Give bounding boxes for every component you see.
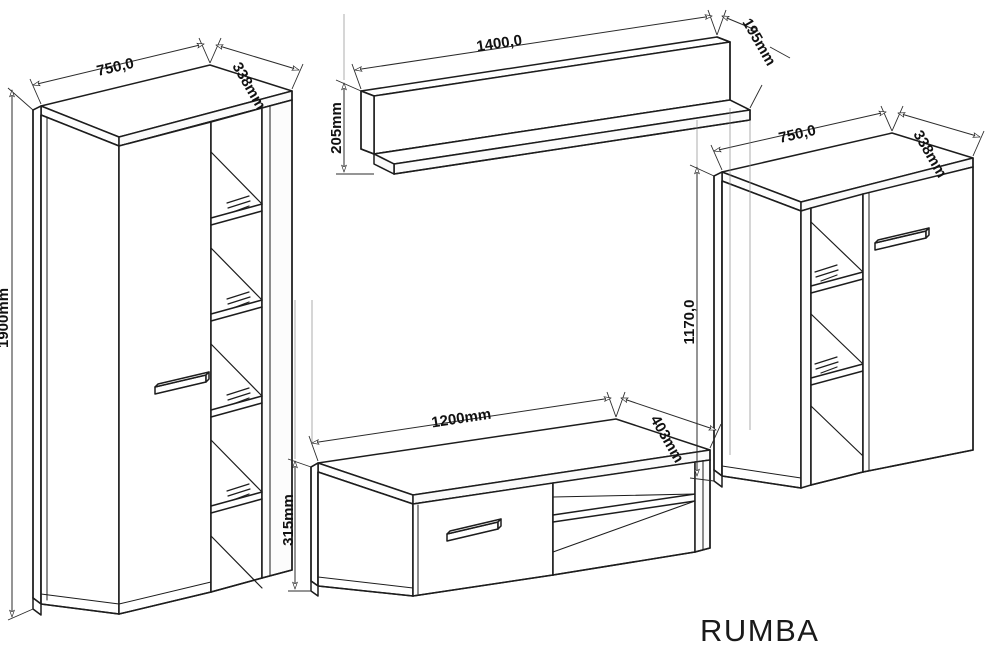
layout-guides (294, 14, 751, 459)
tv-unit (310, 418, 711, 597)
dim-label-shelf-depth: 195mm (739, 16, 780, 69)
side-cabinet (713, 132, 974, 489)
side-cabinet-shelves (810, 271, 864, 386)
dim-label-shelf-height: 205mm (328, 102, 345, 154)
tall-cabinet-shelf-column (210, 99, 293, 593)
dimension-lines (7, 9, 985, 621)
dim-label-tv-height: 315mm (280, 494, 297, 546)
tall-display-cabinet (32, 64, 293, 616)
dim-shelf-depth (716, 9, 791, 109)
dim-tv-depth (615, 391, 722, 449)
tv-unit-left-edge (310, 462, 319, 587)
side-cabinet-plinth (713, 465, 802, 488)
side-cabinet-glass-diagonals (810, 221, 864, 457)
tall-cabinet-shine-marks (226, 195, 251, 501)
dim-tall-height (7, 87, 34, 621)
side-cabinet-shine-marks (814, 264, 839, 374)
dim-label-shelf-width: 1400,0 (475, 32, 523, 56)
tall-cabinet-left-edge (32, 105, 42, 605)
dim-tall-depth (209, 37, 304, 90)
dim-shelf-height (335, 79, 374, 175)
tall-cabinet-door (40, 114, 120, 615)
dim-label-tall-height: 1900mm (0, 288, 12, 348)
brand-logo: RUMBA (700, 613, 820, 648)
dim-label-side-width: 750,0 (777, 122, 817, 147)
side-cabinet-door-handle[interactable] (874, 227, 930, 251)
dim-tv-height (287, 458, 312, 592)
tv-unit-base (310, 576, 414, 597)
dim-side-depth (891, 105, 985, 157)
dim-label-tall-width: 750,0 (95, 55, 135, 80)
side-cabinet-shelf-column (800, 193, 864, 489)
dim-tall-width (29, 37, 211, 105)
dim-side-width (710, 105, 893, 171)
tv-unit-drawer-handle[interactable] (446, 518, 502, 542)
tall-cabinet-front-right-panel (118, 121, 212, 615)
dim-label-side-height: 1170,0 (681, 299, 698, 344)
tv-unit-right-upright (694, 459, 711, 553)
tall-cabinet-plinth (32, 581, 212, 616)
dim-shelf-width (351, 9, 718, 90)
tall-cabinet-door-handle[interactable] (154, 371, 210, 395)
dim-tv-width (308, 391, 617, 462)
dim-label-tv-width: 1200mm (430, 406, 492, 432)
side-cabinet-door (862, 166, 974, 473)
tall-cabinet-top-board (40, 64, 293, 147)
tall-cabinet-glass-diagonals (210, 151, 263, 589)
wall-shelf (360, 36, 751, 175)
